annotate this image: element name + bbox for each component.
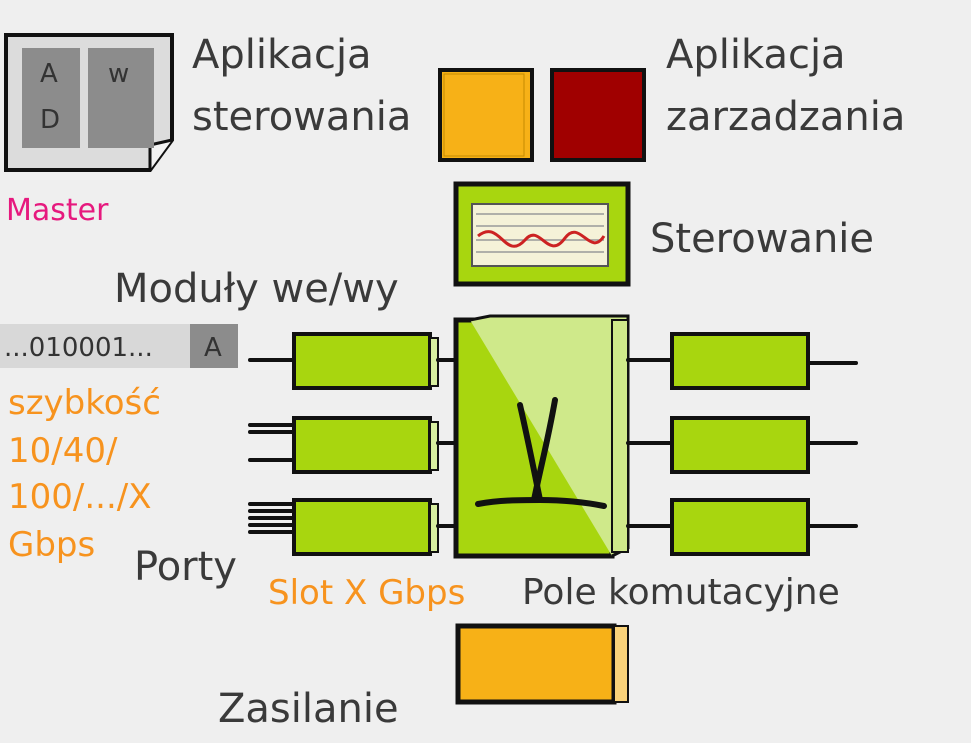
speed-label-1: szybkość [8, 383, 161, 423]
bitstream-bar: ...010001... A [0, 324, 238, 368]
right-io-module-3 [670, 498, 810, 556]
switch-fabric-icon [453, 314, 630, 559]
doc-letter-a: A [40, 59, 58, 89]
right-port-lines [806, 361, 858, 528]
control-board-icon [453, 181, 631, 287]
switch-fabric-label: Pole komutacyjne [522, 572, 840, 613]
master-label: Master [6, 193, 109, 228]
io-modules-label: Moduły we/wy [114, 266, 399, 312]
app-management-box [550, 68, 646, 162]
app-control-box [438, 68, 534, 162]
control-label: Sterowanie [650, 216, 874, 262]
right-io-module-2 [670, 416, 810, 474]
power-supply-box [455, 623, 629, 705]
slot-label: Slot X Gbps [268, 573, 465, 613]
left-io-module-2 [292, 416, 439, 474]
speed-label-2: 10/40/ [8, 431, 118, 471]
speed-label-4: Gbps [8, 525, 95, 565]
doc-letter-w: w [108, 59, 129, 89]
left-io-module-1 [292, 332, 439, 390]
right-connectors [626, 358, 674, 528]
document-icon: A D w [4, 33, 174, 172]
app-management-label-2: zarzadzania [666, 94, 905, 140]
app-management-label-1: Aplikacja [666, 32, 846, 78]
doc-letter-d: D [40, 105, 60, 135]
bitstream-text: ...010001... [4, 333, 153, 363]
app-control-label-1: Aplikacja [192, 32, 372, 78]
power-supply-label: Zasilanie [218, 686, 399, 732]
left-port-lines [248, 358, 298, 534]
right-io-module-1 [670, 332, 810, 390]
ports-label: Porty [134, 544, 237, 590]
bitstream-tag: A [204, 333, 222, 363]
speed-label-3: 100/.../X [8, 477, 152, 517]
app-control-label-2: sterowania [192, 94, 411, 140]
left-io-module-3 [292, 498, 439, 556]
